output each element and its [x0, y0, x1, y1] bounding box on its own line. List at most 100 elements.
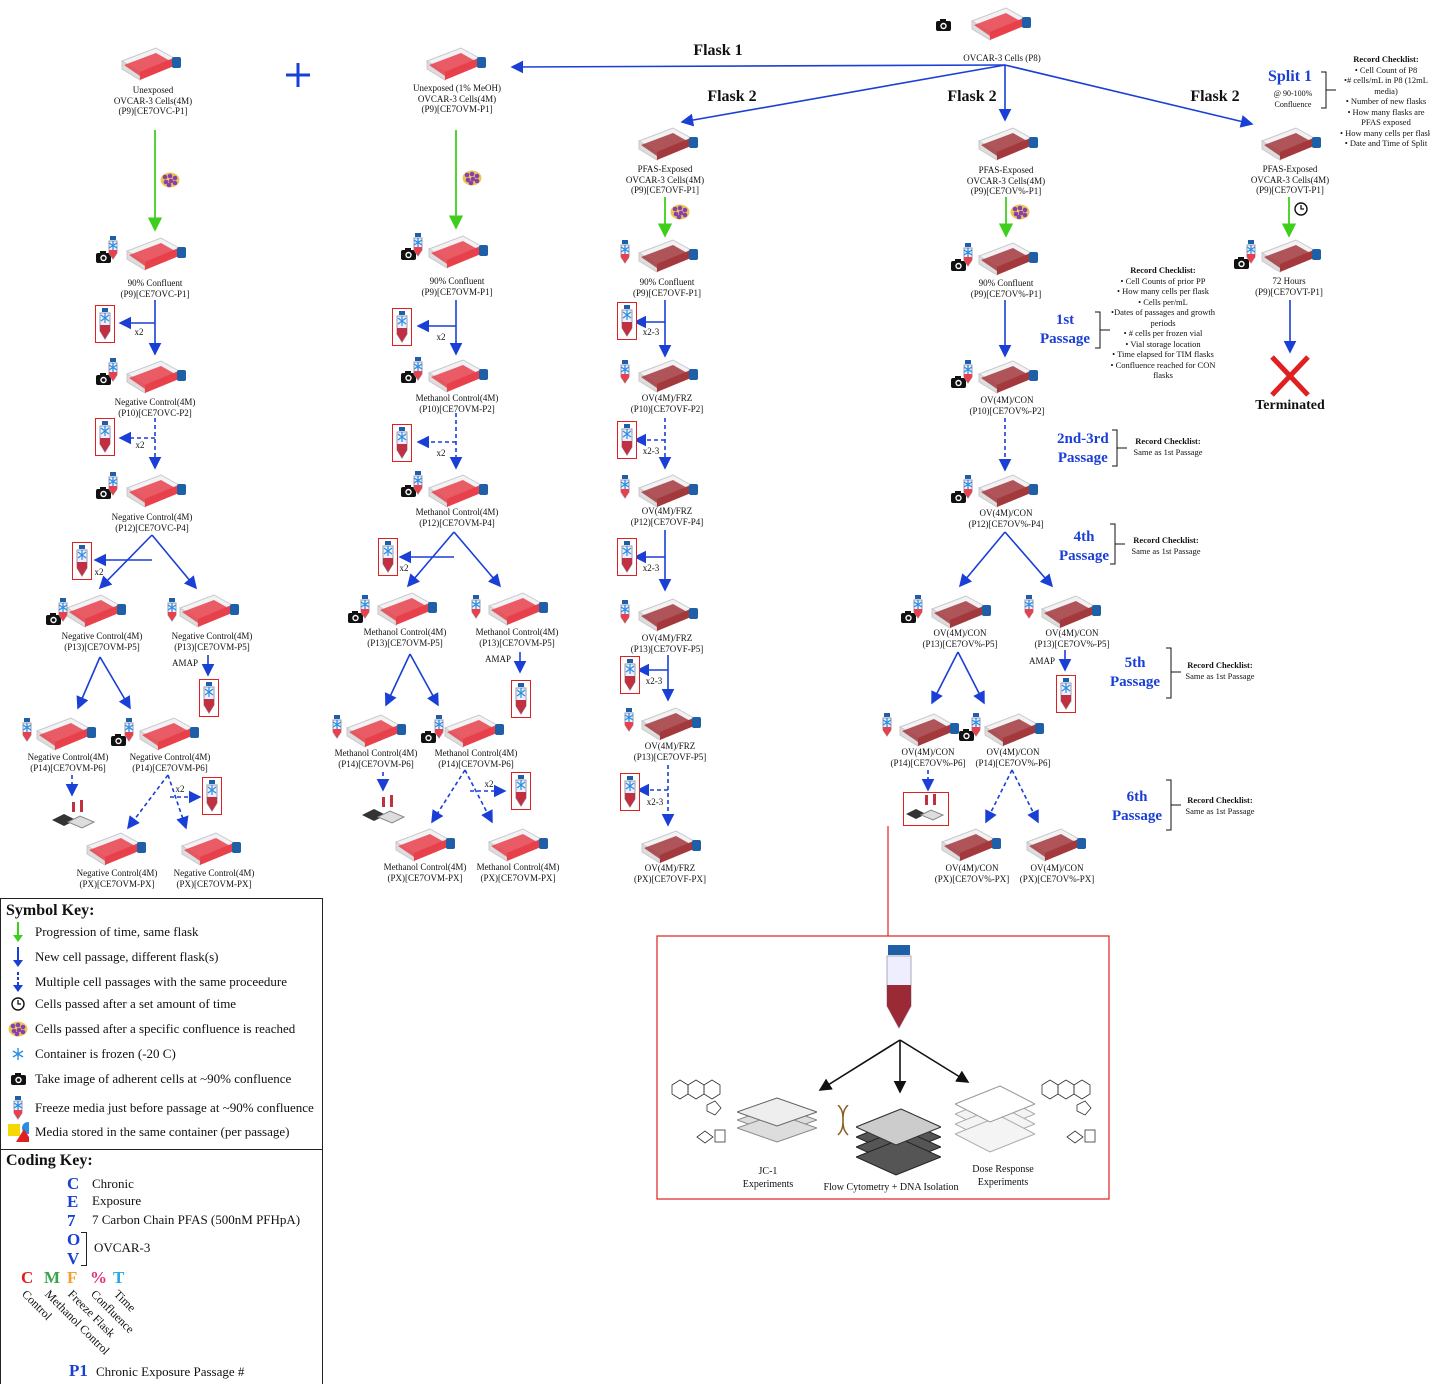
- flask-icon: [487, 590, 551, 633]
- symbol-key-text: Multiple cell passages with the same pro…: [35, 974, 287, 989]
- symbol-key-text: Media stored in the same container (per …: [35, 1124, 290, 1139]
- count-label: x2-3: [642, 446, 660, 456]
- flask-icon: [427, 472, 491, 515]
- chemical-structure-icon: [1037, 1075, 1097, 1175]
- camera-icon: [45, 612, 62, 631]
- experiments-box: [656, 935, 1110, 1200]
- confluence-cells-icon: [462, 170, 482, 191]
- flask-icon: [443, 712, 507, 755]
- flask-icon: [180, 830, 244, 873]
- terminated-x-icon: [1270, 355, 1310, 397]
- checklist-title: Record Checklist:: [1187, 795, 1253, 805]
- flow-plate-icon: [854, 1097, 943, 1182]
- flask-icon: [427, 357, 491, 400]
- camera-icon: [950, 490, 967, 509]
- passage-checklist: Record Checklist:Same as 1st Passage: [1155, 660, 1285, 681]
- freeze-media-icon: [1022, 595, 1036, 624]
- code-letter: %: [90, 1268, 107, 1287]
- node-label: Negative Control(4M) (P14)[CE7OVM-P6]: [27, 752, 109, 773]
- symbol-key-row: Progression of time, same flask: [7, 921, 199, 943]
- frozen-vial-icon: [511, 680, 531, 723]
- freeze-flask-icon: [618, 360, 632, 389]
- freeze-media-icon: [106, 358, 120, 387]
- count-label: x2-3: [645, 676, 663, 686]
- flask-icon: [637, 237, 701, 280]
- node-label: Unexposed (1% MeOH) OVCAR-3 Cells(4M) (P…: [413, 83, 501, 114]
- node-label: Negative Control(4M) (P13)[CE7OVM-P5]: [61, 631, 143, 652]
- arrow-flask2-frz: [680, 64, 1006, 127]
- flask-icon: [125, 358, 189, 401]
- confluence-cells-icon: [1010, 204, 1030, 225]
- flask-icon: [637, 357, 701, 400]
- node-label: OV(4M)/CON (P13)[CE7OV%-P5]: [1034, 628, 1110, 649]
- node-label: 90% Confluent (P9)[CE7OV%-P1]: [970, 278, 1042, 299]
- node-label: OV(4M)/CON (P10)[CE7OV%-P2]: [969, 395, 1045, 416]
- frozen-vial-icon: [617, 302, 637, 345]
- terminated-label: Terminated: [1255, 398, 1325, 413]
- flask-icon: [930, 593, 994, 636]
- flask-icon: [427, 233, 491, 276]
- flask-icon: [345, 712, 409, 755]
- flask-icon: [138, 715, 202, 758]
- code-letter: E: [67, 1192, 79, 1211]
- count-label: x2-3: [642, 563, 660, 573]
- freeze-flask-icon: [622, 708, 636, 737]
- node-label: OV(4M)/FRZ (P13)[CE7OVF-P5]: [633, 741, 707, 762]
- flask-icon: [640, 705, 704, 748]
- code-meaning: Chronic: [92, 1176, 134, 1191]
- split-title: Split 1: [1268, 68, 1313, 85]
- node-label: OV(4M)/FRZ (P13)[CE7OVF-P5]: [630, 633, 704, 654]
- dose-plate-icon: [953, 1078, 1037, 1163]
- flask-icon: [977, 358, 1041, 401]
- source-flask-icon: [970, 5, 1034, 48]
- count-label: x2-3: [646, 797, 664, 807]
- code-letter: M: [44, 1268, 61, 1287]
- flask2-label: Flask 2: [947, 88, 997, 105]
- arrow-flask2-tim: [1004, 64, 1254, 128]
- freeze-media-icon: [880, 713, 894, 742]
- node-label: PFAS-Exposed OVCAR-3 Cells(4M) (P9)[CE7O…: [966, 165, 1046, 196]
- flask2-label: Flask 2: [1190, 88, 1240, 105]
- flask-icon: [977, 240, 1041, 283]
- coding-key-title: Coding Key:: [6, 1152, 93, 1169]
- freeze-media-icon: [911, 595, 925, 624]
- flow-label: Flow Cytometry + DNA Isolation: [823, 1182, 959, 1193]
- symbol-key-row: New cell passage, different flask(s): [7, 946, 219, 968]
- node-label: OV(4M)/FRZ (PX)[CE7OVF-PX]: [634, 863, 706, 884]
- freeze-media-icon: [432, 715, 446, 744]
- camera-icon: [95, 250, 112, 269]
- freeze-media-icon: [411, 233, 425, 262]
- freeze-media-icon: [1244, 240, 1258, 269]
- flask-icon: [898, 711, 962, 754]
- passage-6th-label: 6th Passage: [1112, 789, 1162, 824]
- node-label: PFAS-Exposed OVCAR-3 Cells(4M) (P9)[CE7O…: [1250, 164, 1330, 195]
- symbol-key-text: Take image of adherent cells at ~90% con…: [35, 1071, 292, 1086]
- freeze-media-icon: [165, 598, 179, 627]
- freeze-media-icon: [106, 236, 120, 265]
- symbol-key-text: Freeze media just before passage at ~90%…: [35, 1100, 314, 1115]
- node-label: Methanol Control(4M) (PX)[CE7OVM-PX]: [476, 862, 560, 883]
- freeze-media-icon: [56, 598, 70, 627]
- node-label: OV(4M)/CON (P12)[CE7OV%-P4]: [968, 508, 1044, 529]
- flask2-label: Flask 2: [707, 88, 757, 105]
- blue-arrow-icon: [7, 946, 29, 968]
- passage-checklist: Record Checklist:• Cell Counts of prior …: [1103, 265, 1223, 381]
- code-letter: 7: [67, 1211, 76, 1230]
- camera-icon: [110, 733, 127, 752]
- freeze-flask-icon: [618, 240, 632, 269]
- plates-icon: [360, 795, 410, 830]
- frozen-vial-icon: [95, 305, 115, 348]
- node-label: Unexposed OVCAR-3 Cells(4M) (P9)[CE7OVC-…: [113, 85, 193, 116]
- symbol-key-text: Container is frozen (-20 C): [35, 1046, 176, 1061]
- freeze-media-icon: [330, 715, 344, 744]
- flask-icon: [1025, 826, 1089, 869]
- symbol-key-row: Cells passed after a set amount of time: [7, 996, 236, 1012]
- flask-icon: [178, 592, 242, 635]
- conical-tube-icon: [884, 945, 914, 1036]
- media-tube-icon: [7, 1096, 29, 1120]
- split-subtitle: @ 90-100% Confluence: [1273, 89, 1313, 109]
- frozen-vial-icon: [202, 777, 222, 820]
- frozen-vial-icon: [392, 308, 412, 351]
- code-letter: F: [67, 1268, 78, 1287]
